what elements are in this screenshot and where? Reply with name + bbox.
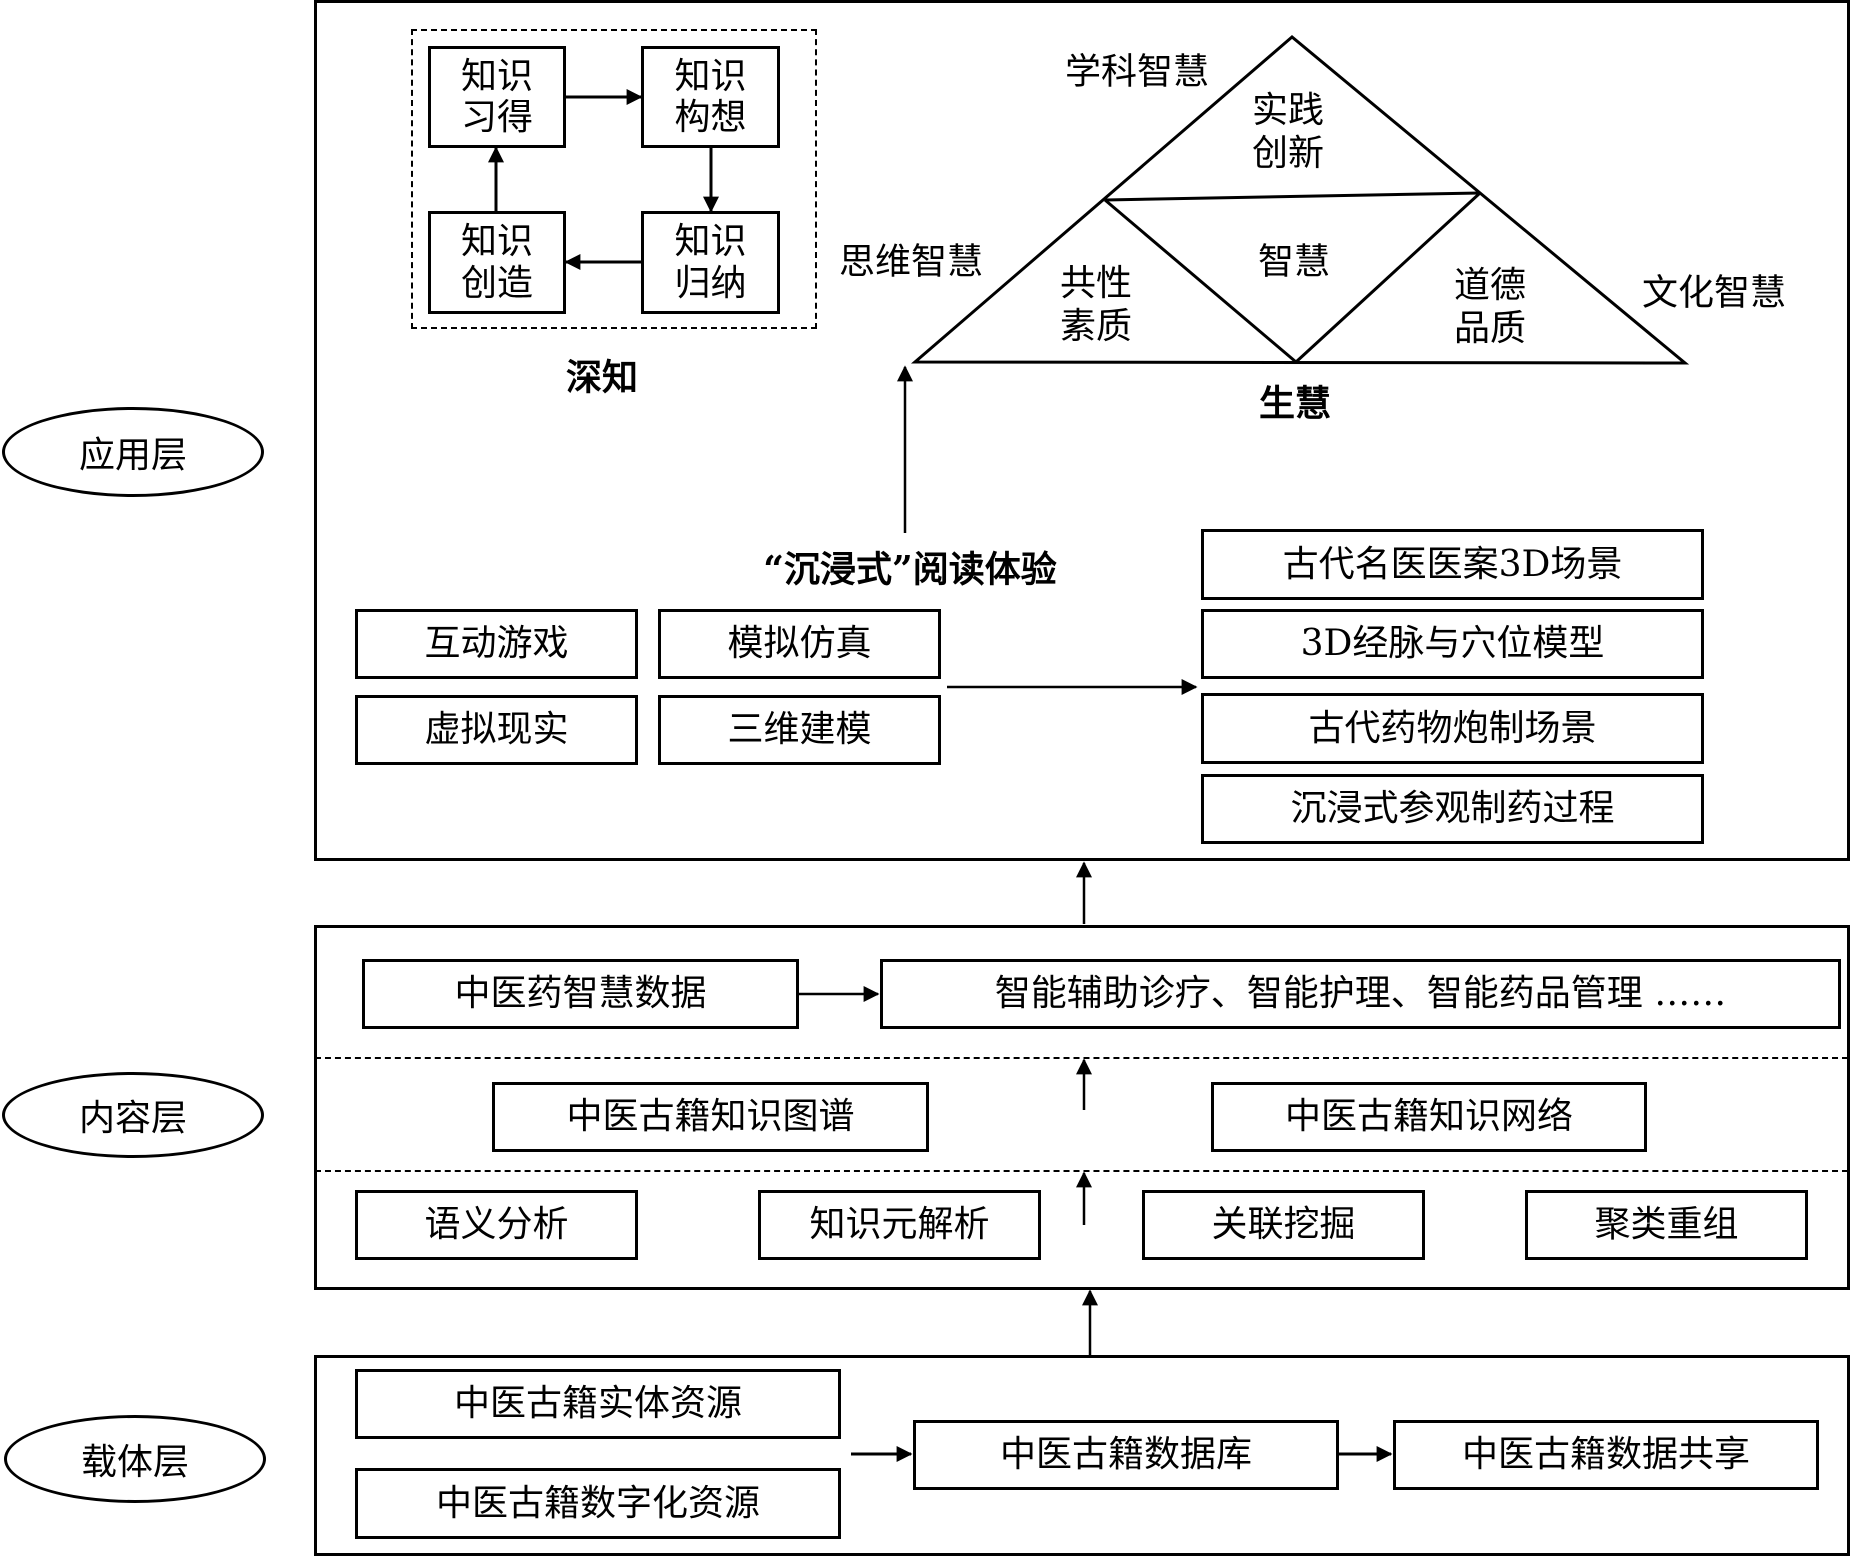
method-knowledge-element-parsing: 知识元解析 <box>758 1190 1041 1260</box>
immersive-reading-title: “沉浸式”阅读体验 <box>763 548 1057 591</box>
technique-3d-modeling: 三维建模 <box>658 695 941 765</box>
knowledge-graph: 中医古籍知识图谱 <box>492 1082 929 1152</box>
cycle-knowledge-conception: 知识构想 <box>641 46 780 148</box>
layer-content: 内容层 <box>2 1072 264 1158</box>
method-association-mining: 关联挖掘 <box>1142 1190 1425 1260</box>
layer-carrier-label: 载体层 <box>80 1442 189 1483</box>
technique-virtual-reality: 虚拟现实 <box>355 695 638 765</box>
tcm-smart-data: 中医药智慧数据 <box>362 959 799 1029</box>
data-sharing: 中医古籍数据共享 <box>1393 1420 1819 1490</box>
scene-case-3d: 古代名医医案3D场景 <box>1201 529 1704 600</box>
label-thinking-wisdom: 思维智慧 <box>838 241 984 283</box>
knowledge-network: 中医古籍知识网络 <box>1211 1082 1647 1152</box>
content-divider-2 <box>315 1170 1848 1172</box>
deep-knowing-cycle-frame <box>411 29 817 329</box>
smart-applications: 智能辅助诊疗、智能护理、智能药品管理 …… <box>880 959 1841 1029</box>
layer-carrier: 载体层 <box>4 1415 266 1503</box>
label-subject-wisdom: 学科智慧 <box>1064 51 1210 93</box>
digital-resources: 中医古籍数字化资源 <box>355 1468 841 1539</box>
layer-content-label: 内容层 <box>78 1098 187 1139</box>
technique-interactive-game: 互动游戏 <box>355 609 638 679</box>
method-semantic-analysis: 语义分析 <box>355 1190 638 1260</box>
wisdom-title: 生慧 <box>1258 382 1332 425</box>
application-layer-frame <box>314 0 1850 861</box>
label-culture-wisdom: 文化智慧 <box>1641 272 1787 314</box>
triangle-center-text: 智慧 <box>1257 241 1331 283</box>
content-layer-frame <box>314 925 1850 1290</box>
cycle-text: 知识创造 <box>460 221 533 304</box>
triangle-top-text: 实践创新 <box>1251 89 1325 174</box>
deep-knowing-title: 深知 <box>565 356 639 399</box>
cycle-text: 知识习得 <box>460 55 533 138</box>
physical-resources: 中医古籍实体资源 <box>355 1369 841 1439</box>
scene-pharmacy-tour: 沉浸式参观制药过程 <box>1201 774 1704 844</box>
cycle-text: 知识归纳 <box>674 221 747 304</box>
method-clustering-reorganization: 聚类重组 <box>1525 1190 1808 1260</box>
technique-simulation: 模拟仿真 <box>658 609 941 679</box>
layer-application-label: 应用层 <box>78 435 187 476</box>
triangle-left-text: 共性素质 <box>1059 262 1133 347</box>
content-divider-1 <box>315 1057 1848 1059</box>
triangle-right-text: 道德品质 <box>1453 264 1527 349</box>
cycle-knowledge-acquisition: 知识习得 <box>428 46 566 148</box>
cycle-text: 知识构想 <box>674 55 747 138</box>
cycle-knowledge-induction: 知识归纳 <box>641 211 780 314</box>
ancient-books-database: 中医古籍数据库 <box>913 1420 1339 1490</box>
carrier-layer-frame <box>314 1355 1850 1556</box>
cycle-knowledge-creation: 知识创造 <box>428 211 566 314</box>
layer-application: 应用层 <box>2 407 264 497</box>
scene-herb-processing: 古代药物炮制场景 <box>1201 693 1704 764</box>
scene-meridian-model: 3D经脉与穴位模型 <box>1201 609 1704 679</box>
